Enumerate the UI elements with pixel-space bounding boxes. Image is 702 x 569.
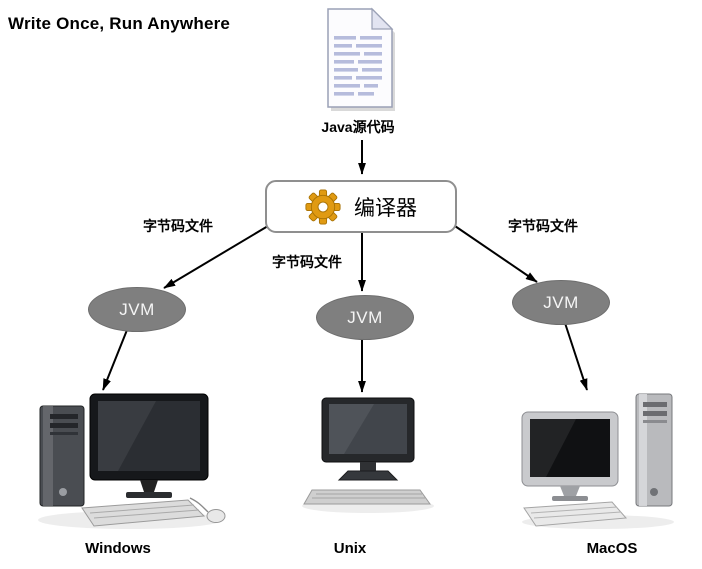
compiler-box: 编译器 [265,180,457,233]
bytecode-label-left: 字节码文件 [143,218,213,234]
java-source-document-icon [318,6,398,114]
java-source-label: Java源代码 [321,119,395,135]
bytecode-label-right: 字节码文件 [508,218,578,234]
jvm-node-right: JVM [512,280,610,325]
jvm-label: JVM [543,292,579,312]
macos-computer-image [516,392,681,530]
windows-computer-image [30,392,230,532]
bytecode-label-center: 字节码文件 [272,254,342,270]
jvm-node-center: JVM [316,295,414,340]
diagram-title: Write Once, Run Anywhere [8,14,231,33]
platform-label-macos: MacOS [586,540,638,557]
arrow-jvm-left-to-windows [102,329,128,391]
jvm-label: JVM [119,299,155,319]
unix-computer-image [298,396,438,514]
platform-label-windows: Windows [85,540,151,557]
platform-label-unix: Unix [333,540,367,557]
jvm-node-left: JVM [88,287,186,332]
arrow-jvm-right-to-macos [564,322,588,391]
gear-icon [305,188,341,225]
compiler-label: 编译器 [354,196,417,220]
jvm-label: JVM [347,307,383,327]
